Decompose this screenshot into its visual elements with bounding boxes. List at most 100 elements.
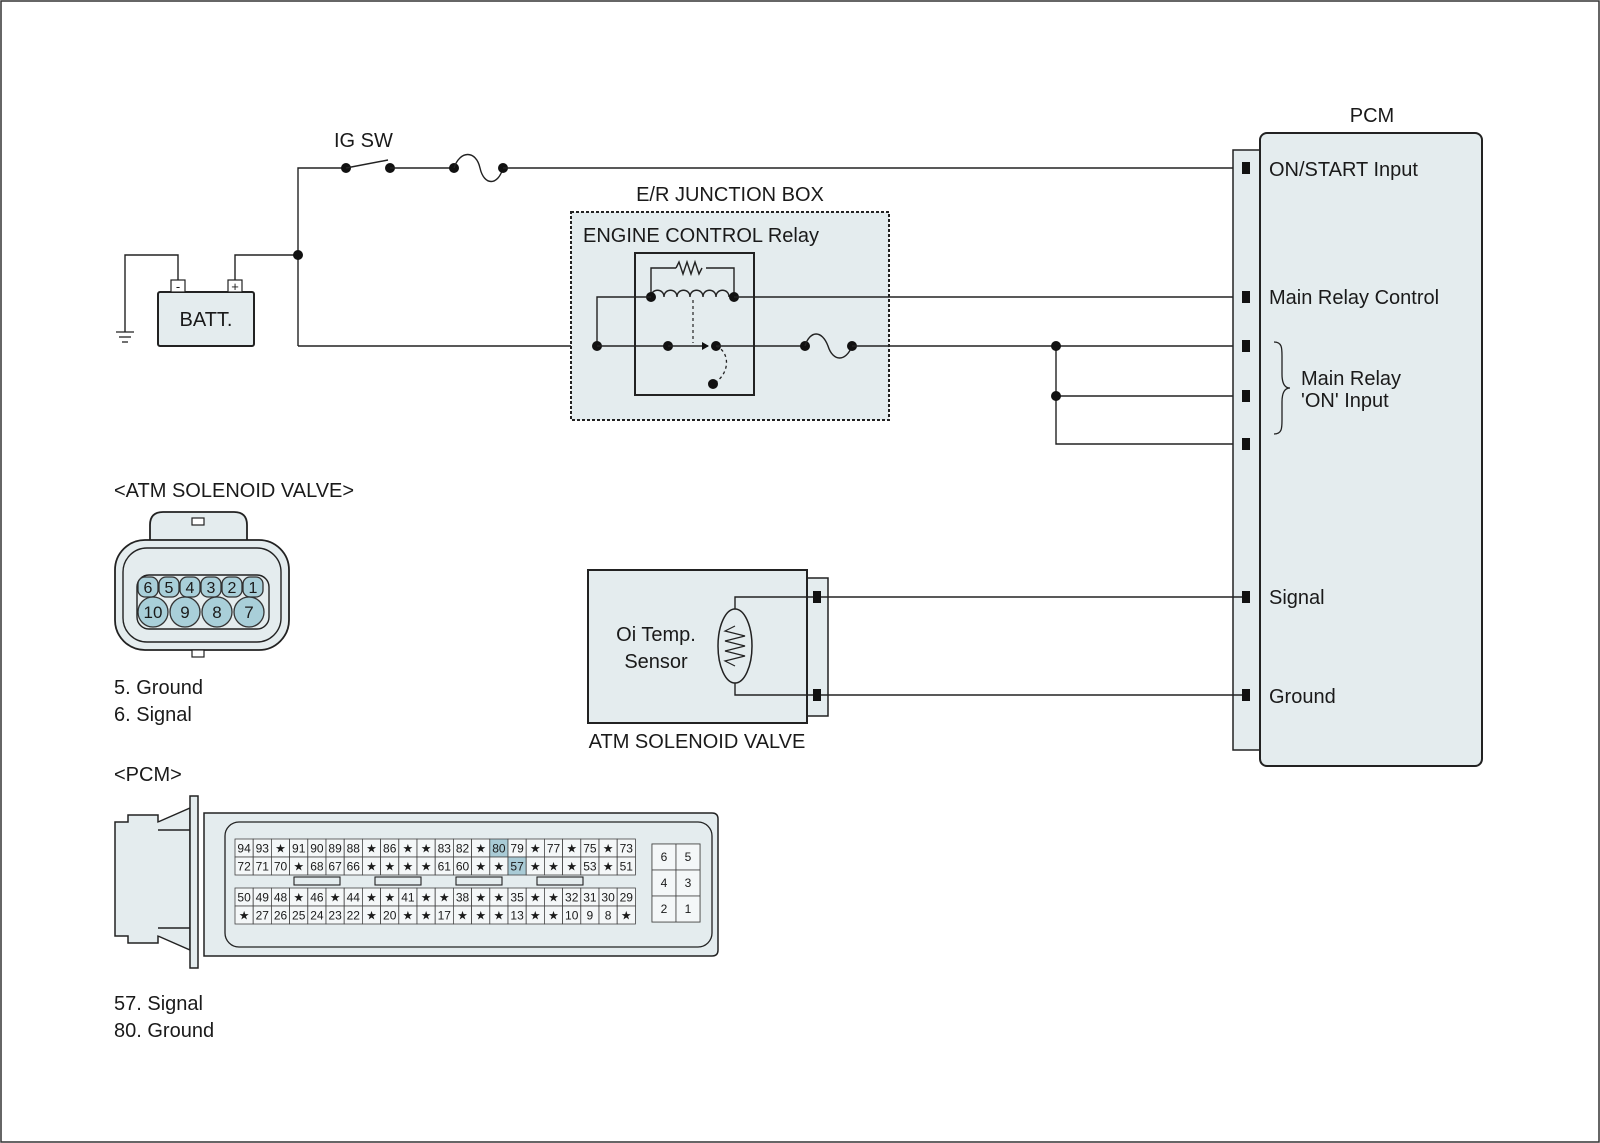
pcm-pin-label: 93 xyxy=(256,842,270,856)
pcm-side-label: 6 xyxy=(661,850,668,864)
main-relay-on-line1: Main Relay xyxy=(1301,368,1401,390)
pcm-terminal-on-start: ON/START Input xyxy=(1269,159,1418,181)
resistor-icon xyxy=(675,259,703,277)
pcm-pin-cell xyxy=(616,856,636,876)
pcm-module: PCM ON/START Input Main Relay Control Si… xyxy=(1232,105,1483,767)
pcm-pin-label: 17 xyxy=(438,909,452,923)
pcm-pin-label: ★ xyxy=(366,842,377,856)
pcm-pin-label: 60 xyxy=(456,860,470,874)
pcm-terminal-main-relay-control: Main Relay Control xyxy=(1269,287,1439,309)
pcm-pin-label: 72 xyxy=(237,860,251,874)
atm-pin-label: 2 xyxy=(228,580,237,597)
main-relay-on-line2: 'ON' Input xyxy=(1301,390,1389,412)
pcm-pin-label: ★ xyxy=(366,909,377,923)
pcm-pin-label: 89 xyxy=(328,842,342,856)
pcm-pin-label: 41 xyxy=(401,891,415,905)
ground-symbol xyxy=(116,254,179,343)
atm-valve-label: ATM SOLENOID VALVE xyxy=(589,731,806,753)
pcm-pin-label: 44 xyxy=(347,891,361,905)
batt-neg-sign: - xyxy=(176,279,180,294)
atm-pin xyxy=(169,596,201,628)
pcm-pin-label: ★ xyxy=(475,860,486,874)
atm-legend-1: 5. Ground xyxy=(114,677,203,699)
pcm-pin-label: ★ xyxy=(457,909,468,923)
pcm-pin-label: 49 xyxy=(256,891,270,905)
pcm-pin-label: 23 xyxy=(328,909,342,923)
pcm-side-label: 2 xyxy=(661,902,668,916)
pcm-pin-label: 30 xyxy=(601,891,615,905)
pcm-pin-label: ★ xyxy=(530,860,541,874)
ig-sw-label: IG SW xyxy=(334,130,393,152)
atm-pin-label: 1 xyxy=(249,580,258,597)
pcm-key-tab xyxy=(374,876,422,886)
junction-box: E/R JUNCTION BOX ENGINE CONTROL Relay xyxy=(570,184,890,421)
pcm-pin-label: ★ xyxy=(475,842,486,856)
pcm-pin-label: ★ xyxy=(494,891,505,905)
pcm-pin-label: 8 xyxy=(605,909,612,923)
pcm-terminal-signal: Signal xyxy=(1269,587,1325,609)
pcm-pin-label: 48 xyxy=(274,891,288,905)
batt-label: BATT. xyxy=(180,309,233,331)
atm-pin-label: 5 xyxy=(165,580,174,597)
pcm-title: PCM xyxy=(1350,105,1394,127)
pcm-pin-label: 51 xyxy=(620,860,634,874)
pcm-legend-1: 57. Signal xyxy=(114,993,203,1015)
relay-fuse-icon xyxy=(804,333,853,359)
pcm-pin-label: 27 xyxy=(256,909,270,923)
relay-body xyxy=(634,252,755,396)
pcm-pin-label: 20 xyxy=(383,909,397,923)
atm-pin xyxy=(233,596,265,628)
pcm-pin-label: 67 xyxy=(328,860,342,874)
pcm-pin-label: ★ xyxy=(275,842,286,856)
atm-pin xyxy=(137,576,159,598)
pcm-pin-label: 80 xyxy=(492,842,506,856)
pcm-side-label: 3 xyxy=(685,876,692,890)
pcm-pin-label: ★ xyxy=(384,860,395,874)
pcm-pin-label: 35 xyxy=(510,891,524,905)
pcm-pin-label: 94 xyxy=(237,842,251,856)
pcm-pin-label: 38 xyxy=(456,891,470,905)
atm-pin-label: 3 xyxy=(207,580,216,597)
pcm-pin-label: 29 xyxy=(620,891,634,905)
atm-pin xyxy=(200,576,222,598)
pcm-side-cell xyxy=(675,869,701,897)
pcm-pin-label: ★ xyxy=(403,842,414,856)
pcm-pin-label: ★ xyxy=(293,891,304,905)
atm-pin xyxy=(221,576,243,598)
pcm-pin-label: ★ xyxy=(366,860,377,874)
pcm-pin-label: ★ xyxy=(530,891,541,905)
pcm-side-cell xyxy=(651,895,677,923)
atm-pin-label: 9 xyxy=(180,603,189,622)
pcm-pin-label: 25 xyxy=(292,909,306,923)
oil-temp-sensor: Oi Temp. Sensor ATM SOLENOID VALVE xyxy=(587,569,829,753)
pcm-pin-label: ★ xyxy=(384,891,395,905)
pcm-pin-label: 10 xyxy=(565,909,579,923)
relay-label: ENGINE CONTROL Relay xyxy=(583,225,819,247)
batt-pos-sign: + xyxy=(231,279,239,294)
pcm-side-cell xyxy=(675,895,701,923)
atm-pin-label: 10 xyxy=(144,603,163,622)
pcm-pin-label: ★ xyxy=(530,842,541,856)
atm-pin xyxy=(137,596,169,628)
pcm-key-tab xyxy=(293,876,341,886)
pcm-pin-label: ★ xyxy=(330,891,341,905)
pcm-pin-label: ★ xyxy=(239,909,250,923)
atm-pin-label: 4 xyxy=(186,580,195,597)
pcm-pin-label: ★ xyxy=(621,909,632,923)
pcm-pin-label: 71 xyxy=(256,860,270,874)
pcm-pin-label: ★ xyxy=(293,860,304,874)
ig-switch-blade xyxy=(345,159,389,169)
pcm-pin-label: ★ xyxy=(566,842,577,856)
pcm-legend-2: 80. Ground xyxy=(114,1020,214,1042)
pcm-pin-label: 13 xyxy=(510,909,524,923)
pcm-pin-label: 24 xyxy=(310,909,324,923)
atm-legend-2: 6. Signal xyxy=(114,704,192,726)
atm-connector-title: <ATM SOLENOID VALVE> xyxy=(114,480,354,502)
pcm-pin-label: 90 xyxy=(310,842,324,856)
pcm-pin-label: 82 xyxy=(456,842,470,856)
